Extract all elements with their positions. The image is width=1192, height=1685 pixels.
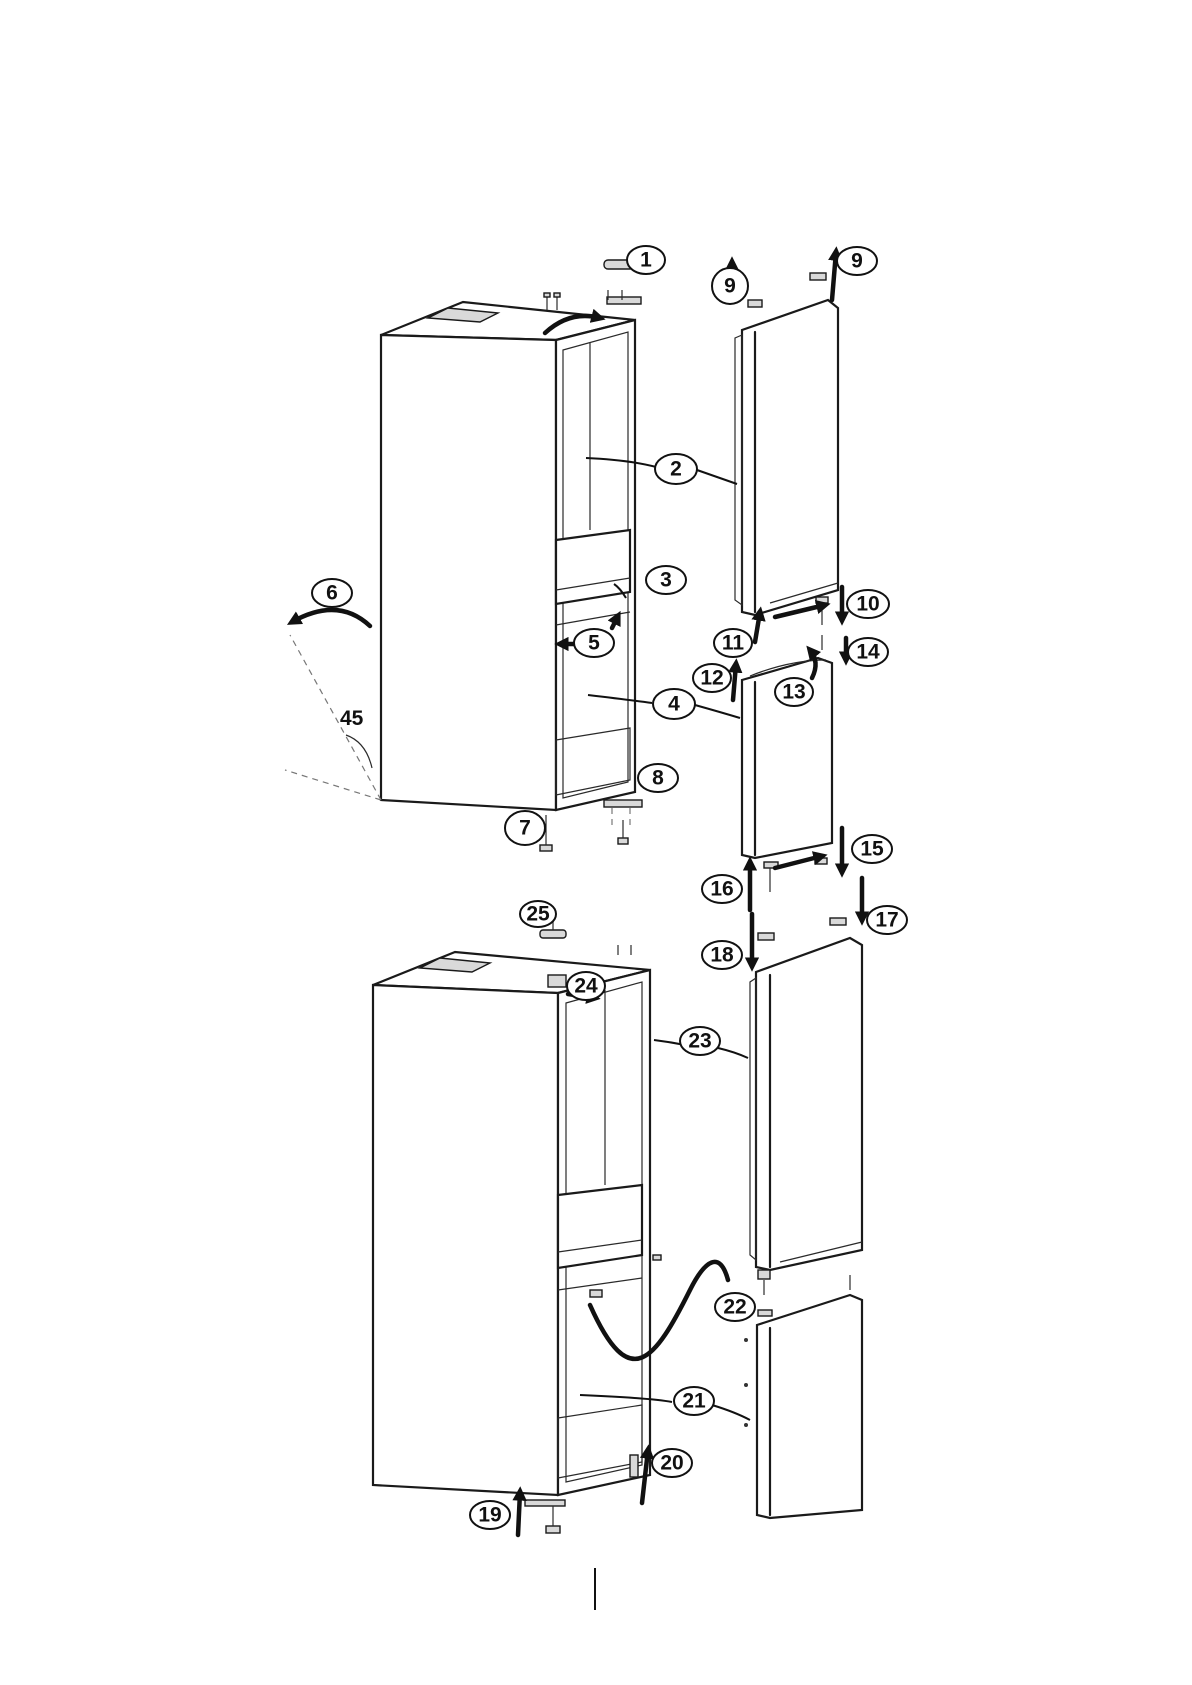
svg-text:8: 8 <box>652 767 664 790</box>
callout-9a: 9 <box>712 268 748 304</box>
callout-20: 20 <box>652 1449 692 1477</box>
svg-text:19: 19 <box>478 1504 501 1527</box>
callout-9b: 9 <box>837 247 877 275</box>
fridge-cabinet-bottom <box>373 952 650 1495</box>
callout-10: 10 <box>847 590 889 618</box>
svg-text:25: 25 <box>526 903 550 926</box>
svg-text:18: 18 <box>710 944 734 967</box>
svg-text:2: 2 <box>670 458 682 481</box>
svg-text:22: 22 <box>723 1296 746 1319</box>
callout-2: 2 <box>655 454 697 484</box>
callout-7: 7 <box>505 811 545 845</box>
callout-8: 8 <box>638 764 678 792</box>
svg-text:13: 13 <box>782 681 805 704</box>
svg-text:9: 9 <box>724 275 736 298</box>
svg-text:20: 20 <box>660 1452 683 1475</box>
svg-text:14: 14 <box>856 641 880 664</box>
callout-3: 3 <box>646 566 686 594</box>
callout-16: 16 <box>702 875 742 903</box>
callout-21: 21 <box>674 1387 714 1415</box>
svg-text:6: 6 <box>326 582 338 605</box>
callout-15: 15 <box>852 835 892 863</box>
svg-text:16: 16 <box>710 878 733 901</box>
svg-text:17: 17 <box>875 909 898 932</box>
upper-door-top <box>735 300 838 615</box>
svg-text:12: 12 <box>700 667 723 690</box>
svg-text:4: 4 <box>668 693 680 716</box>
callout-25: 25 <box>520 901 556 927</box>
svg-text:11: 11 <box>722 632 745 655</box>
callout-5: 5 <box>574 629 614 657</box>
svg-text:24: 24 <box>574 975 598 998</box>
svg-text:3: 3 <box>660 569 672 592</box>
svg-text:23: 23 <box>688 1030 711 1053</box>
callout-4: 4 <box>653 689 695 719</box>
angle-label: 45 <box>340 707 364 730</box>
svg-text:15: 15 <box>860 838 884 861</box>
callout-23: 23 <box>680 1027 720 1055</box>
svg-text:7: 7 <box>519 817 531 840</box>
lower-door-bottom <box>744 1295 862 1518</box>
callout-14: 14 <box>848 638 888 666</box>
svg-text:5: 5 <box>588 632 600 655</box>
svg-text:9: 9 <box>851 250 863 273</box>
callout-24: 24 <box>567 972 605 1000</box>
callout-19: 19 <box>470 1501 510 1529</box>
callout-12: 12 <box>693 664 731 692</box>
callout-1: 1 <box>627 246 665 274</box>
svg-text:10: 10 <box>856 593 879 616</box>
callout-11: 11 <box>714 629 752 657</box>
top-hinge-assembly <box>544 260 641 310</box>
upper-door-bottom <box>750 938 862 1270</box>
callout-6: 6 <box>312 579 352 607</box>
svg-text:21: 21 <box>682 1390 706 1413</box>
fridge-cabinet-top <box>285 302 635 810</box>
svg-text:1: 1 <box>640 249 652 272</box>
callout-22: 22 <box>715 1293 755 1321</box>
callout-17: 17 <box>867 906 907 934</box>
callout-13: 13 <box>775 678 813 706</box>
callout-18: 18 <box>702 941 742 969</box>
